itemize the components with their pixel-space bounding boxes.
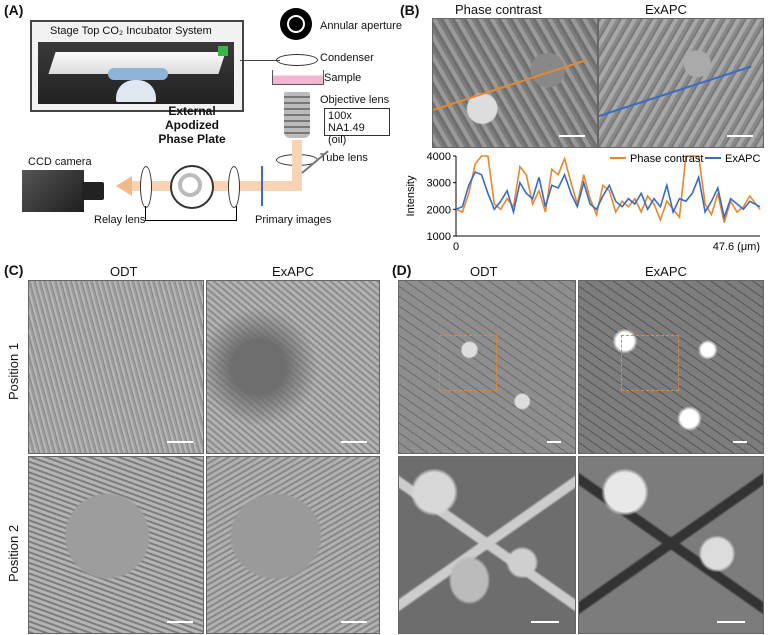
- series-line-phase-contrast: [455, 155, 761, 223]
- relay-lens-pointer: [145, 206, 237, 221]
- scale-bar: [547, 441, 561, 443]
- exapc-neuron-zoom-image: [578, 456, 764, 634]
- scale-bar: [717, 621, 745, 623]
- scale-bar: [733, 441, 747, 443]
- panel-d-label: (D): [392, 262, 412, 278]
- y-axis-label: Intensity: [405, 175, 417, 216]
- legend-label: Phase contrast: [630, 153, 703, 165]
- panel-c-row1-label: Position 1: [6, 342, 21, 400]
- panel-c-col1-title: ODT: [110, 264, 138, 279]
- zoom-region-box: [439, 335, 497, 391]
- objective-spec-line2: NA1.49 (oil): [328, 122, 365, 146]
- primary-image-arrow: [261, 166, 263, 206]
- sample-label: Sample: [324, 72, 362, 84]
- scale-bar: [341, 441, 367, 443]
- scale-bar: [727, 135, 753, 137]
- incubator-title: Stage Top CO₂ Incubator System: [50, 25, 212, 37]
- sample-icon: [272, 70, 324, 85]
- x-tick-label: 0: [453, 241, 459, 253]
- series-line-exapc: [455, 170, 761, 221]
- intensity-chart: 1000 2000 3000 4000 0 47.6 (μm) Intensity Phase…: [405, 151, 761, 253]
- line-profile-orange: [433, 59, 586, 111]
- ccd-camera-icon: [22, 170, 104, 212]
- objective-lens-icon: [284, 92, 310, 138]
- panel-b-left-title: Phase contrast: [455, 2, 542, 17]
- y-tick-label: 4000: [427, 151, 451, 163]
- relay-lens-right-icon: [228, 166, 240, 208]
- exapc-position2-image: [206, 456, 380, 634]
- incubator-inset: Stage Top CO₂ Incubator System: [30, 20, 244, 112]
- condenser-label: Condenser: [320, 52, 374, 64]
- panel-d-col1-title: ODT: [470, 264, 498, 279]
- scale-bar: [559, 135, 585, 137]
- annular-aperture-label: Annular aperture: [320, 20, 402, 32]
- y-tick-label: 1000: [427, 231, 451, 243]
- odt-neuron-overview-image: [398, 280, 576, 454]
- panel-c-col2-title: ExAPC: [272, 264, 314, 279]
- light-arrow-head: [116, 176, 132, 196]
- panel-c-label: (C): [4, 262, 24, 278]
- scale-bar: [167, 621, 193, 623]
- exapc-neuron-overview-image: [578, 280, 764, 454]
- zoom-region-box: [621, 335, 679, 391]
- vertical-light-path: [292, 140, 302, 186]
- phase-plate-label-line2: Apodized: [165, 118, 219, 132]
- objective-spec-box: 100x NA1.49 (oil): [324, 108, 390, 146]
- odt-position2-image: [28, 456, 204, 634]
- objective-lens-label: Objective lens: [320, 94, 390, 106]
- primary-images-label: Primary images: [255, 214, 332, 226]
- objective-spec-line1: 100x: [328, 110, 352, 122]
- relay-lens-left-icon: [140, 166, 152, 208]
- condenser-icon: [276, 54, 318, 66]
- relay-lens-label: Relay lens: [94, 214, 146, 226]
- horizontal-light-path: [130, 181, 302, 191]
- panel-c-row2-label: Position 2: [6, 524, 21, 582]
- ccd-camera-label: CCD camera: [28, 156, 92, 168]
- panel-a-label: (A): [4, 2, 24, 18]
- phase-contrast-image: [432, 18, 598, 148]
- odt-neuron-zoom-image: [398, 456, 576, 634]
- odt-position1-image: [28, 280, 204, 454]
- panel-d-col2-title: ExAPC: [645, 264, 687, 279]
- phase-plate-label: External Apodized Phase Plate: [152, 104, 232, 146]
- scale-bar: [531, 621, 559, 623]
- y-tick-label: 2000: [427, 204, 451, 216]
- x-tick-label: 47.6 (μm): [713, 241, 760, 253]
- tube-lens-label: Tube lens: [320, 152, 368, 164]
- inset-connector: [240, 60, 280, 61]
- scale-bar: [341, 621, 367, 623]
- y-tick-label: 3000: [427, 178, 451, 190]
- exapc-position1-image: [206, 280, 380, 454]
- phase-plate-label-line1: External: [168, 104, 216, 118]
- line-profile-blue: [599, 65, 752, 117]
- phase-plate-label-line3: Phase Plate: [158, 132, 226, 146]
- scale-bar: [167, 441, 193, 443]
- annular-aperture-icon: [280, 8, 312, 40]
- panel-b-right-title: ExAPC: [645, 2, 687, 17]
- panel-b-label: (B): [400, 2, 420, 18]
- legend-label: ExAPC: [725, 153, 761, 165]
- phase-plate-icon: [170, 165, 214, 209]
- exapc-image-b: [598, 18, 764, 148]
- incubator-photo: [38, 42, 234, 104]
